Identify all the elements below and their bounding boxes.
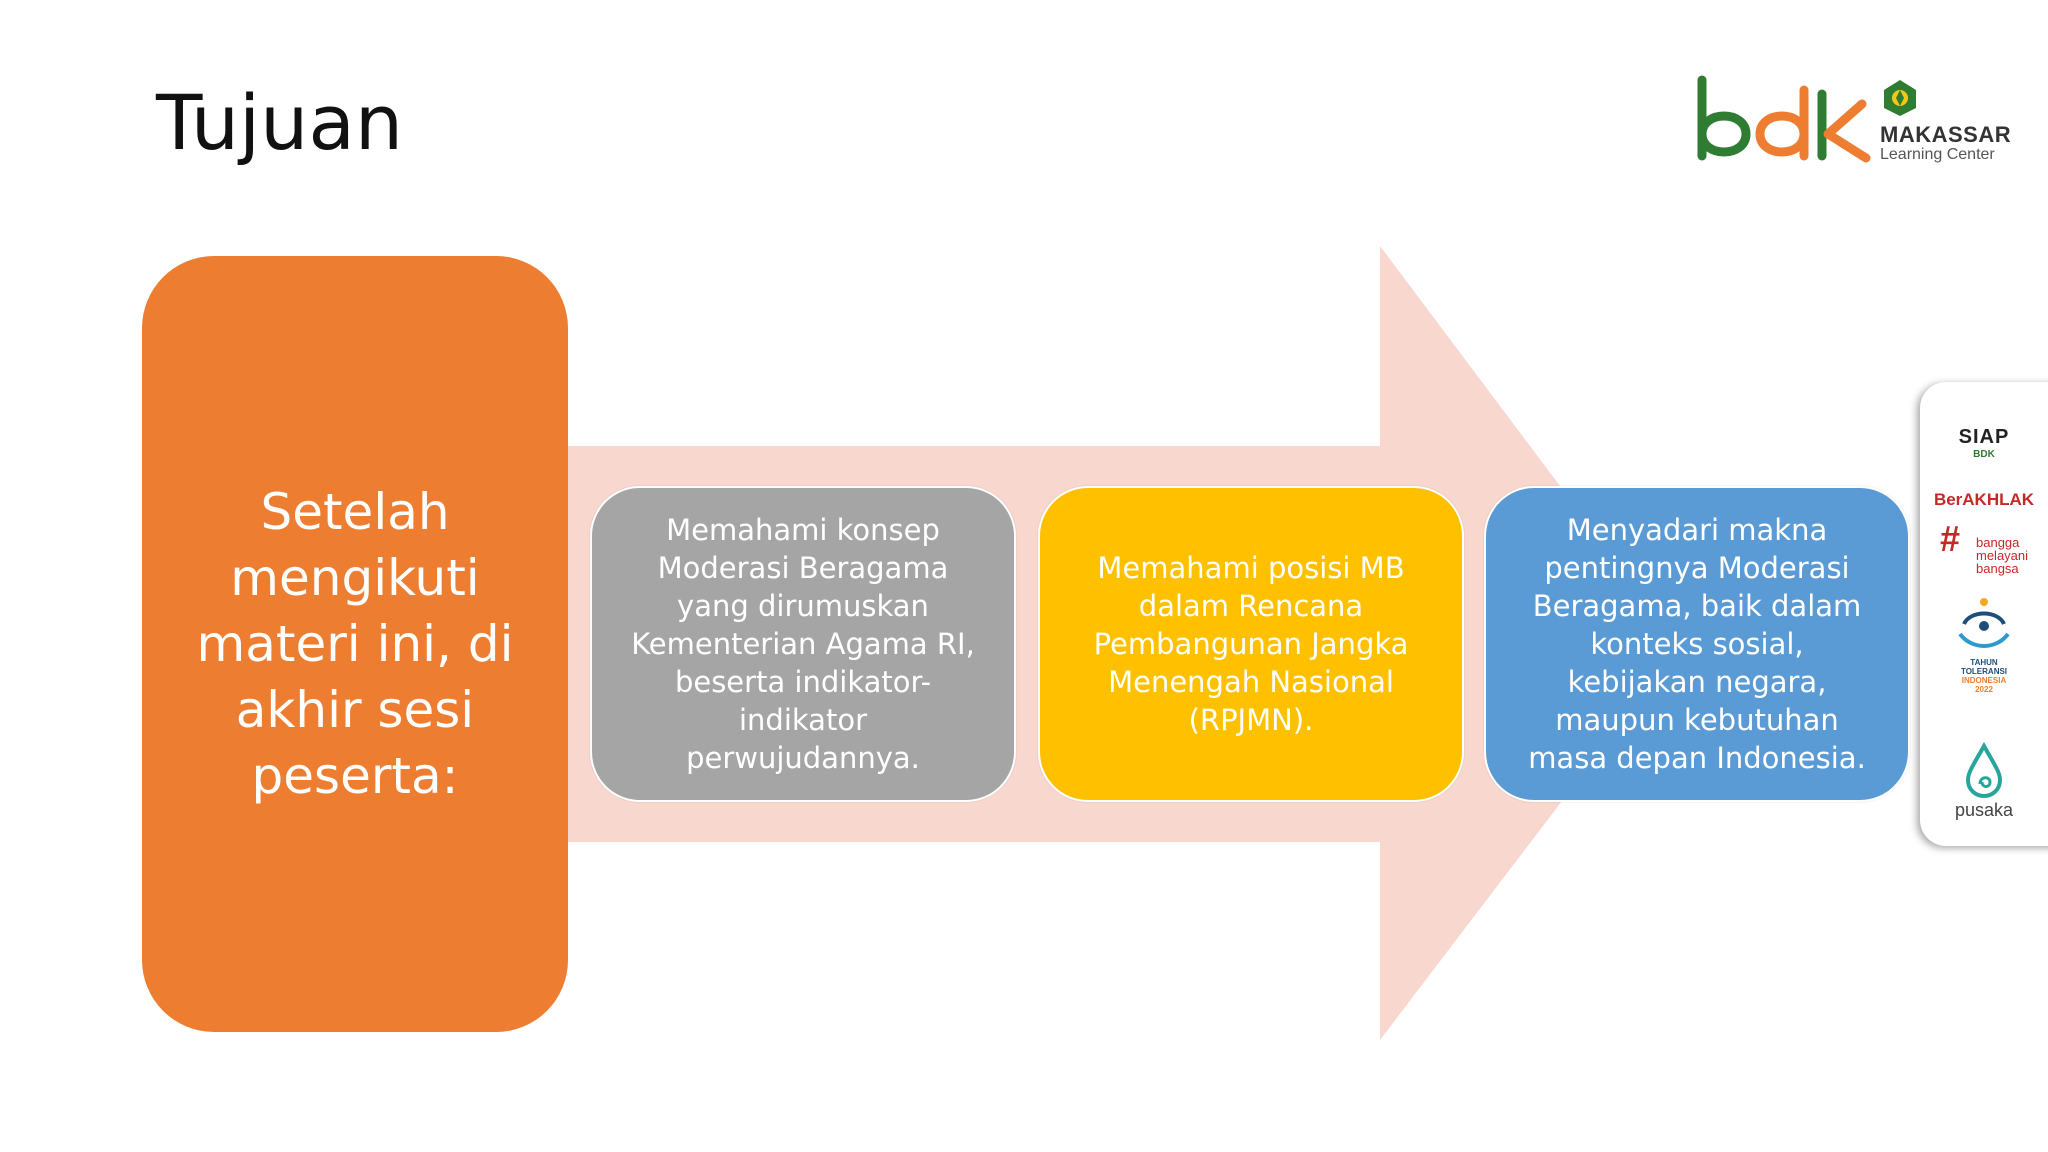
logo-org: MAKASSAR: [1880, 122, 2012, 147]
kemenag-emblem-icon: [1884, 80, 1916, 116]
siap-sub: BDK: [1973, 449, 1995, 460]
objective-card-1: Memahami konsep Moderasi Beragama yang d…: [590, 486, 1016, 802]
objective-card-3: Menyadari makna pentingnya Moderasi Bera…: [1484, 486, 1910, 802]
logo-subtitle: Learning Center: [1880, 146, 1995, 163]
pusaka-logo: pusaka: [1920, 741, 2048, 820]
toleransi-emblem-icon: [1958, 598, 2010, 648]
tahun-line-4: 2022: [1975, 685, 1993, 694]
bangga-line-1: bangga: [1976, 535, 2020, 550]
objective-card-2: Memahami posisi MB dalam Rencana Pembang…: [1038, 486, 1464, 802]
tahun-line-2: TOLERANSI: [1960, 667, 2008, 676]
lead-box: Setelah mengikuti materi ini, di akhir s…: [142, 256, 568, 1032]
bdk-logo-icon: [1697, 75, 1871, 163]
tahun-line-1: TAHUN: [1970, 658, 1998, 667]
campaign-logo-sidebar: SIAP BDK BerAKHLAK # bangga melayani ban…: [1920, 382, 2048, 846]
bdk-makassar-logo: MAKASSAR Learning Center: [1690, 74, 2030, 174]
tahun-toleransi-logo: TAHUN TOLERANSI INDONESIA 2022: [1920, 594, 2048, 694]
berakhlak-logo: BerAKHLAK: [1933, 490, 2035, 509]
siap-bdk-logo: SIAP BDK: [1920, 426, 2048, 460]
objective-text-2: Memahami posisi MB dalam Rencana Pembang…: [1093, 551, 1409, 737]
hashtag-icon: #: [1940, 518, 1961, 559]
objective-text-1: Memahami konsep Moderasi Beragama yang d…: [631, 513, 975, 775]
lead-text: Setelah mengikuti materi ini, di akhir s…: [196, 483, 514, 805]
siap-label: SIAP: [1958, 426, 2010, 448]
bangga-line-3: bangsa: [1976, 561, 2019, 576]
pusaka-drop-icon: [1965, 741, 2003, 799]
bangga-line-2: melayani: [1976, 548, 2029, 563]
objective-text-3: Menyadari makna pentingnya Moderasi Bera…: [1528, 513, 1866, 775]
tahun-line-3: INDONESIA: [1961, 676, 2007, 685]
pusaka-label: pusaka: [1954, 800, 2014, 820]
slide-title: Tujuan: [156, 78, 404, 167]
